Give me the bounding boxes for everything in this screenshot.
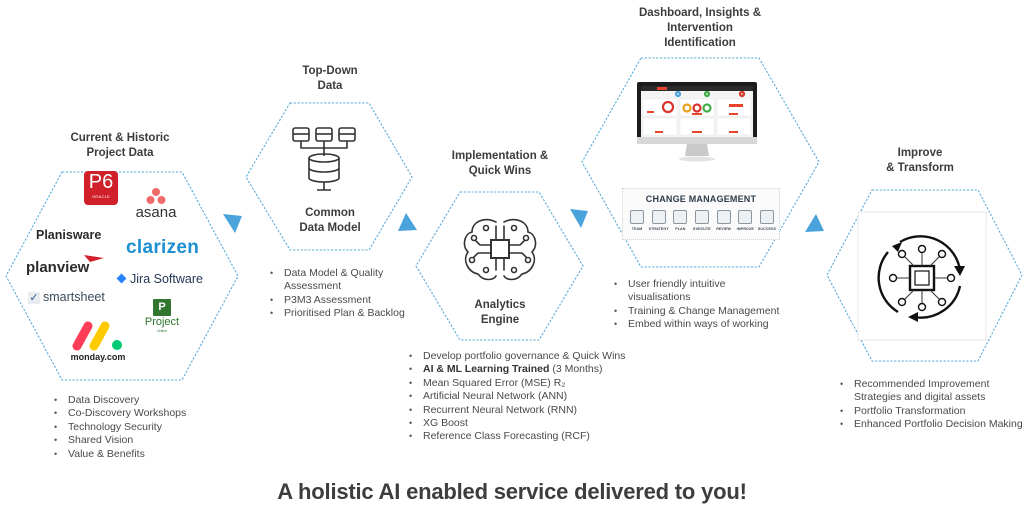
hex-label-common-data-model: Common Data Model — [299, 207, 361, 234]
bullet-item: Data Discovery — [54, 394, 258, 408]
hex-improve-transform — [826, 189, 1023, 362]
bullet-item: P3M3 Assessment — [270, 294, 424, 308]
improve-icon — [738, 210, 753, 224]
logo-project-online: P Project Online — [144, 299, 180, 333]
bullet-item: Value & Benefits — [54, 448, 258, 462]
bullet-item: Mean Squared Error (MSE) R₂ — [409, 377, 643, 391]
project-icon: P — [153, 299, 171, 316]
bullet-item: Technology Security — [54, 421, 258, 435]
arrow-4-icon — [805, 214, 824, 232]
execute-icon — [694, 210, 709, 224]
smartsheet-check-icon: ✓ — [28, 292, 40, 304]
stage-title-improve: Improve & Transform — [886, 147, 954, 174]
bullet-item: Reference Class Forecasting (RCF) — [409, 430, 643, 444]
logo-clarizen: clarizen — [126, 237, 200, 258]
success-icon — [759, 210, 774, 224]
logo-planisware: Planisware — [36, 228, 102, 242]
logo-monday: monday.com — [68, 318, 128, 366]
cm-item-improve: IMPROVE — [735, 210, 755, 231]
asana-dots-icon — [146, 188, 166, 204]
bullet-item: Prioritised Plan & Backlog — [270, 307, 424, 321]
plan-icon — [673, 210, 688, 224]
stage-title-current-data: Current & Historic Project Data — [70, 132, 170, 159]
tagline: A holistic AI enabled service delivered … — [277, 479, 747, 504]
arrow-3-icon — [570, 209, 588, 228]
hex-current-data — [5, 171, 239, 381]
dashboard-monitor-image — [637, 82, 757, 162]
bullet-item: Artificial Neural Network (ANN) — [409, 390, 643, 404]
strategy-icon — [651, 210, 666, 224]
bullet-item: Recommended Improvement Strategies and d… — [840, 378, 1024, 405]
stage-title-top-down: Top-Down Data — [302, 65, 358, 92]
bullet-item: XG Boost — [409, 417, 643, 431]
arrow-2-icon — [398, 213, 417, 231]
change-management-graphic: CHANGE MANAGEMENT TEAM STRATEGY PLAN EXE… — [622, 188, 780, 240]
hex-dashboard — [581, 57, 820, 268]
database-hierarchy-icon — [292, 127, 356, 191]
bullets-implementation: Develop portfolio governance & Quick Win… — [407, 350, 643, 444]
planview-swoosh-icon — [84, 255, 104, 262]
logo-p6-oracle: P6 ORACLE — [84, 171, 118, 205]
chip-cycle-icon — [877, 235, 965, 322]
bullets-current-data: Data Discovery Co-Discovery Workshops Te… — [52, 394, 258, 461]
bullets-dashboard: User friendly intuitive visualisations T… — [612, 278, 828, 332]
logo-asana: asana — [128, 187, 184, 223]
logo-jira-software: Jira Software — [116, 272, 203, 286]
cm-item-success: SUCCESS — [757, 210, 777, 231]
bullet-item: Portfolio Transformation — [840, 405, 1024, 419]
cm-item-execute: EXECUTE — [692, 210, 712, 231]
logo-smartsheet: ✓smartsheet — [28, 290, 105, 304]
bullet-item: Co-Discovery Workshops — [54, 407, 258, 421]
team-icon — [630, 210, 644, 224]
logo-planview: planview — [26, 255, 104, 276]
bullets-improve: Recommended Improvement Strategies and d… — [838, 378, 1024, 432]
review-icon — [716, 210, 731, 224]
hex-label-analytics-engine: Analytics Engine — [474, 299, 526, 326]
bullet-item: User friendly intuitive visualisations — [614, 278, 758, 305]
bullets-top-down: Data Model & Quality Assessment P3M3 Ass… — [268, 267, 424, 321]
ai-brain-chip-icon — [463, 218, 537, 281]
cm-item-strategy: STRATEGY — [649, 210, 669, 231]
bullet-item: Enhanced Portfolio Decision Making — [840, 418, 1024, 432]
bullet-item: Training & Change Management — [614, 305, 828, 319]
bullet-item: AI & ML Learning Trained (3 Months) — [409, 363, 643, 377]
bullet-item: Develop portfolio governance & Quick Win… — [409, 350, 643, 364]
bullet-item: Embed within ways of working — [614, 318, 828, 332]
arrow-1-icon — [223, 214, 242, 233]
jira-diamond-icon — [116, 273, 127, 284]
bullet-item: Shared Vision — [54, 434, 258, 448]
cm-item-plan: PLAN — [670, 210, 690, 231]
monday-bars-icon — [72, 321, 122, 351]
hex-analytics-engine — [415, 191, 584, 341]
stage-title-dashboard: Dashboard, Insights & Intervention Ident… — [638, 7, 762, 49]
bullet-item: Recurrent Neural Network (RNN) — [409, 404, 643, 418]
bullet-item: Data Model & Quality Assessment — [270, 267, 424, 294]
stage-title-implementation: Implementation & Quick Wins — [451, 150, 549, 177]
cm-item-review: REVIEW — [714, 210, 734, 231]
cm-item-team: TEAM — [627, 210, 647, 231]
